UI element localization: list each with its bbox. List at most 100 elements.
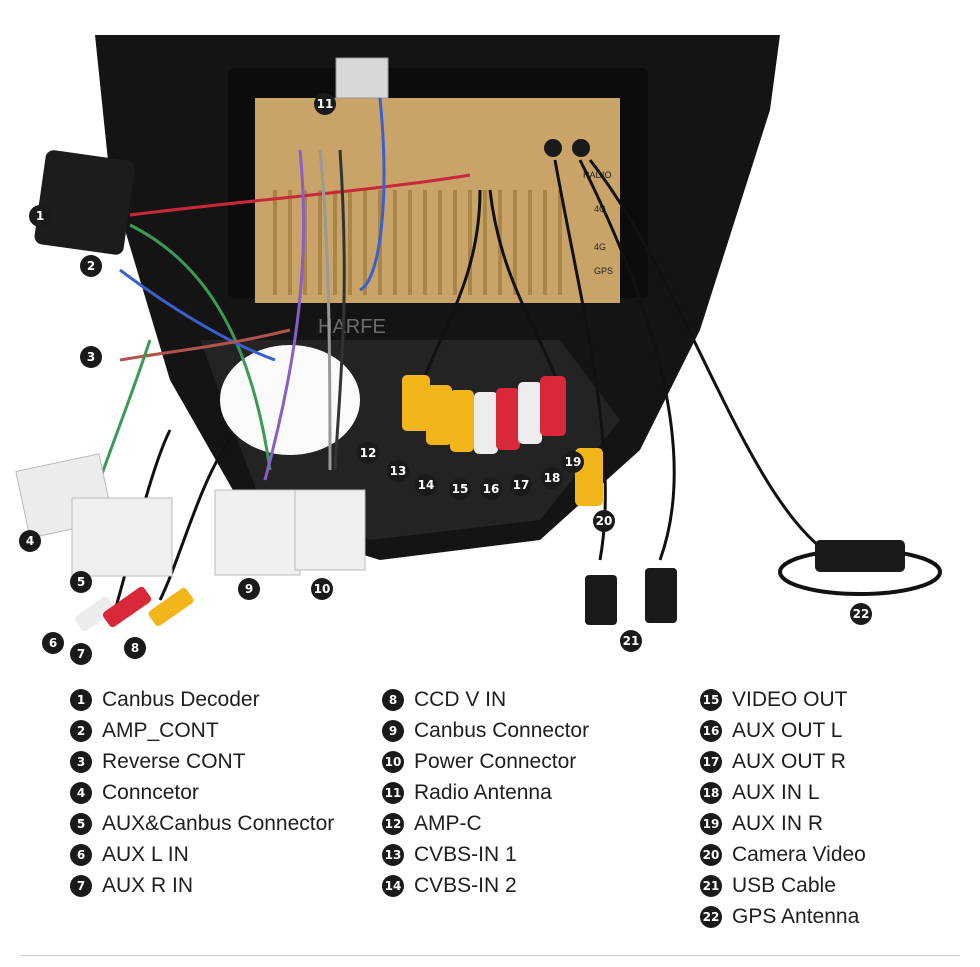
callout-16: 16 [480, 478, 502, 500]
aux-l-in-plug [75, 596, 115, 632]
legend-label: CVBS-IN 2 [414, 873, 517, 897]
callout-6: 6 [42, 632, 64, 654]
legend-label: Canbus Decoder [102, 687, 260, 711]
rca-plug-12 [402, 375, 430, 431]
callout-4: 4 [19, 530, 41, 552]
legend-label: Power Connector [414, 749, 577, 773]
legend-item: 1 Canbus Decoder [70, 684, 334, 715]
legend-item: 11 Radio Antenna [382, 777, 589, 808]
radio-antenna-plug [335, 57, 389, 99]
legend-label: AUX IN L [732, 780, 820, 804]
radio-jack [544, 139, 562, 157]
callout-13: 13 [387, 460, 409, 482]
callout-17: 17 [510, 474, 532, 496]
rca-plug-16 [496, 388, 520, 450]
usb-plug-2 [645, 568, 677, 623]
legend-label: CVBS-IN 1 [414, 842, 517, 866]
head-unit-chassis [255, 98, 620, 303]
callout-19: 19 [562, 451, 584, 473]
legend-item: 6 AUX L IN [70, 839, 334, 870]
radio-port-label: RADIO [583, 170, 612, 180]
connector-10 [294, 489, 366, 571]
4g-port-label-1: 4G [594, 204, 606, 214]
legend-label: Canbus Connector [414, 718, 590, 742]
head-unit-photo: RADIO 4G 4G GPS HARFE [15, 35, 942, 632]
legend-number: 6 [70, 843, 92, 866]
legend-number: 3 [70, 750, 92, 773]
legend-item: 2 AMP_CONT [70, 715, 334, 746]
connector-5 [71, 497, 173, 577]
callout-5: 5 [70, 571, 92, 593]
callout-9: 9 [238, 578, 260, 600]
legend-label: AUX OUT L [732, 718, 843, 742]
legend-number: 11 [382, 781, 404, 804]
legend-number: 22 [700, 905, 722, 928]
aux-r-in-plug [102, 586, 152, 628]
legend-number: 1 [70, 688, 92, 711]
legend-item: 7 AUX R IN [70, 870, 334, 901]
callout-10: 10 [311, 578, 333, 600]
rca-plug-15 [474, 392, 498, 454]
rca-plug-13 [426, 385, 452, 445]
callout-8: 8 [124, 637, 146, 659]
legend-number: 7 [70, 874, 92, 897]
legend-number: 12 [382, 812, 404, 835]
legend-item: 13 CVBS-IN 1 [382, 839, 589, 870]
legend-label: Conncetor [102, 780, 199, 804]
callout-22: 22 [850, 603, 872, 625]
callout-2: 2 [80, 255, 102, 277]
legend-item: 20 Camera Video [700, 839, 866, 870]
4g-port-label-2: 4G [594, 242, 606, 252]
legend-number: 2 [70, 719, 92, 742]
legend-label: AUX R IN [102, 873, 194, 897]
legend-label: AMP-C [414, 811, 482, 835]
gps-antenna-block [815, 540, 905, 572]
legend-number: 16 [700, 719, 722, 742]
legend-item: 22 GPS Antenna [700, 901, 866, 932]
legend-number: 4 [70, 781, 92, 804]
legend-label: GPS Antenna [732, 904, 860, 928]
rca-plug-17 [518, 382, 542, 444]
legend-label: Reverse CONT [102, 749, 246, 773]
bottom-divider [20, 955, 960, 956]
callout-14: 14 [415, 474, 437, 496]
legend-item: 12 AMP-C [382, 808, 589, 839]
heatsink-fins [273, 190, 562, 295]
callout-21: 21 [620, 630, 642, 652]
watermark: HARFE [318, 316, 386, 338]
legend-label: AUX&Canbus Connector [102, 811, 335, 835]
legend-label: Camera Video [732, 842, 866, 866]
canbus-decoder-box [34, 150, 135, 255]
wiring [98, 97, 871, 611]
legend-label: Radio Antenna [414, 780, 552, 804]
legend-number: 15 [700, 688, 722, 711]
legend-label: AUX L IN [102, 842, 189, 866]
legend-label: USB Cable [732, 873, 836, 897]
rca-plug-14 [450, 390, 474, 452]
legend-item: 16 AUX OUT L [700, 715, 866, 746]
rca-plug-18 [540, 376, 566, 436]
usb-plug-1 [585, 575, 617, 625]
legend-number: 20 [700, 843, 722, 866]
legend-number: 13 [382, 843, 404, 866]
legend-number: 14 [382, 874, 404, 897]
legend-number: 8 [382, 688, 404, 711]
legend-number: 17 [700, 750, 722, 773]
legend-label: AMP_CONT [102, 718, 219, 742]
radio-jack-2 [572, 139, 590, 157]
legend-number: 21 [700, 874, 722, 897]
callout-11: 11 [314, 93, 336, 115]
legend-item: 14 CVBS-IN 2 [382, 870, 589, 901]
callout-7: 7 [70, 643, 92, 665]
legend-item: 21 USB Cable [700, 870, 866, 901]
